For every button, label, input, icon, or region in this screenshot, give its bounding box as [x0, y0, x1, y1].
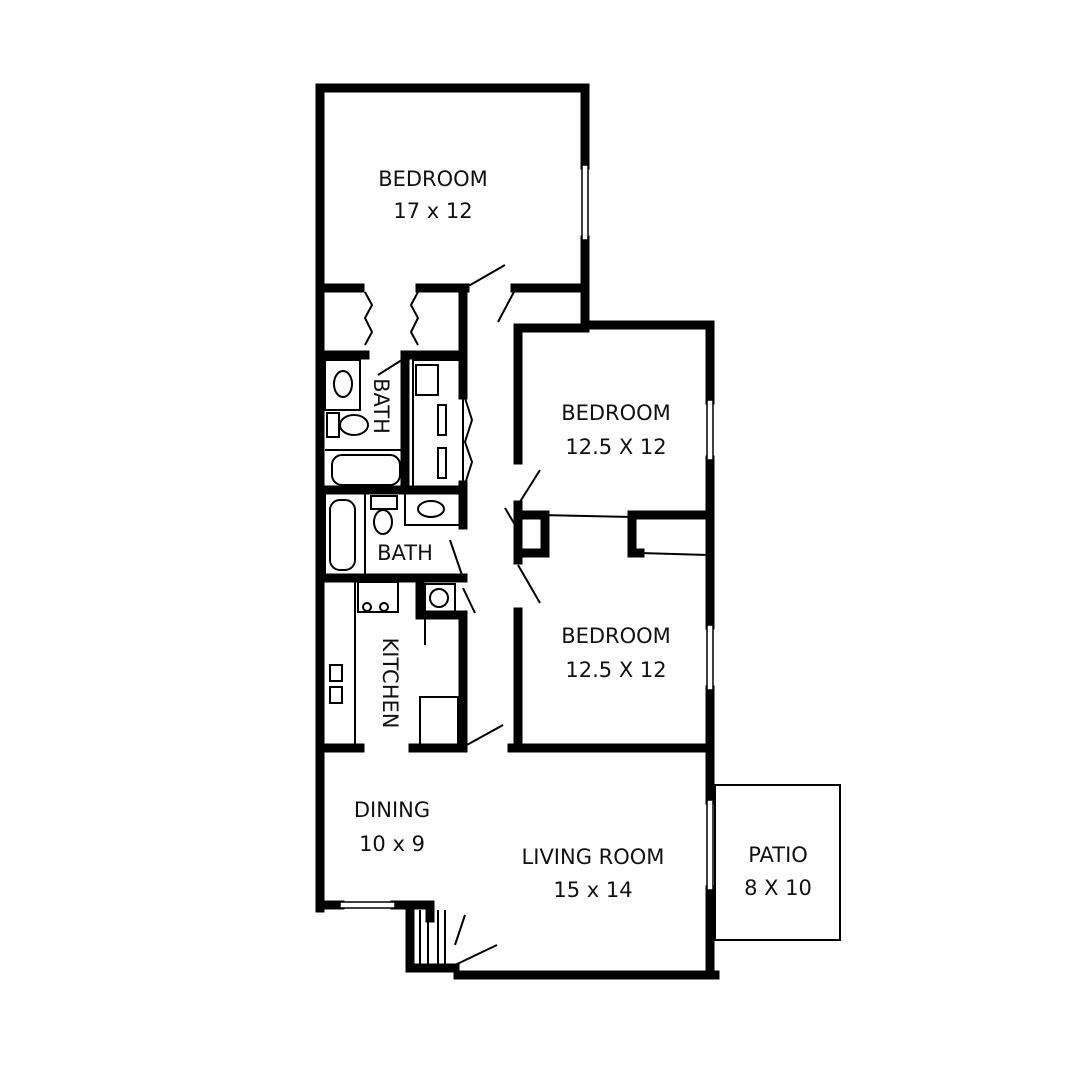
walls	[315, 83, 720, 980]
bedroom3-name: BEDROOM	[561, 624, 671, 648]
bedroom2-size: 12.5 X 12	[565, 435, 666, 459]
patio-outline	[714, 784, 841, 941]
bedroom3-size: 12.5 X 12	[565, 658, 666, 682]
bath2-label: BATH	[377, 541, 433, 565]
patio-name: PATIO	[748, 843, 808, 867]
fixtures	[324, 359, 464, 965]
kitchen-label: KITCHEN	[378, 638, 402, 729]
patio-size: 8 X 10	[744, 876, 812, 900]
dining-size: 10 x 9	[359, 832, 425, 856]
bedroom2-name: BEDROOM	[561, 401, 671, 425]
living-size: 15 x 14	[553, 878, 632, 902]
dining-name: DINING	[354, 798, 430, 822]
bath1-label: BATH	[369, 378, 393, 434]
living-name: LIVING ROOM	[522, 845, 665, 869]
bedroom1-size: 17 x 12	[393, 199, 472, 223]
bedroom1-name: BEDROOM	[378, 167, 488, 191]
doors	[363, 264, 541, 966]
windows	[339, 164, 714, 909]
